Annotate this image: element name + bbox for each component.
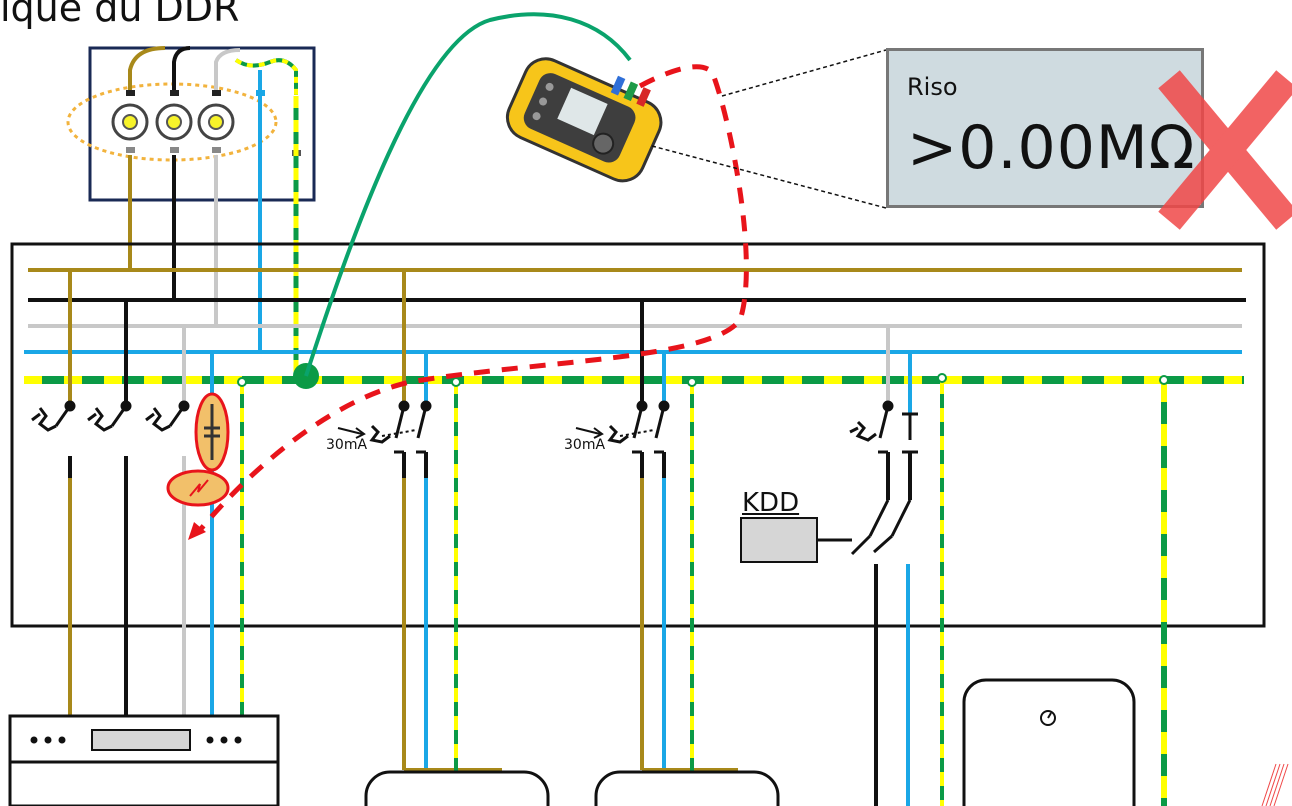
- breaker-2: [87, 400, 132, 432]
- rcd-1-rating: 30mA: [326, 437, 368, 453]
- kdd-box: [740, 517, 818, 563]
- insulation-tester[interactable]: [500, 41, 672, 188]
- contactor: [818, 499, 912, 556]
- brand-logo: [1261, 763, 1289, 806]
- breaker-1: [31, 400, 76, 432]
- fault-path-lead: [198, 64, 749, 532]
- meter-readout-panel: Riso >0.00MΩ: [886, 48, 1204, 208]
- earth-drop-rcd2: [687, 377, 697, 806]
- readout-label: Riso: [907, 73, 958, 101]
- cooker-appliance: [8, 714, 280, 806]
- socket-appliance-1: [364, 770, 550, 806]
- fuse-l2: [155, 90, 193, 153]
- test-lead-earth: [304, 12, 632, 377]
- earth-drop-right-2: [1159, 375, 1169, 806]
- breaker-3: [145, 400, 190, 432]
- rcd-2-rating: 30mA: [564, 437, 606, 453]
- breaker-4: [849, 400, 918, 454]
- rcd-2: [575, 400, 670, 454]
- kdd-label: KDD: [742, 488, 800, 518]
- earth-drop-left: [237, 377, 247, 718]
- fault-arrow-icon: [188, 522, 206, 540]
- rcd-1: [337, 400, 432, 454]
- socket-appliance-2: [594, 770, 780, 806]
- earth-drop-right-1: [937, 373, 947, 806]
- page-title: ique du DDR: [0, 0, 240, 30]
- fuse-l1: [111, 90, 149, 153]
- earth-drop-rcd1: [451, 377, 461, 806]
- boiler-appliance: [962, 678, 1136, 806]
- distribution-board: [10, 242, 1266, 628]
- readout-value: >0.00MΩ: [907, 113, 1196, 183]
- fuse-l3: [197, 90, 235, 153]
